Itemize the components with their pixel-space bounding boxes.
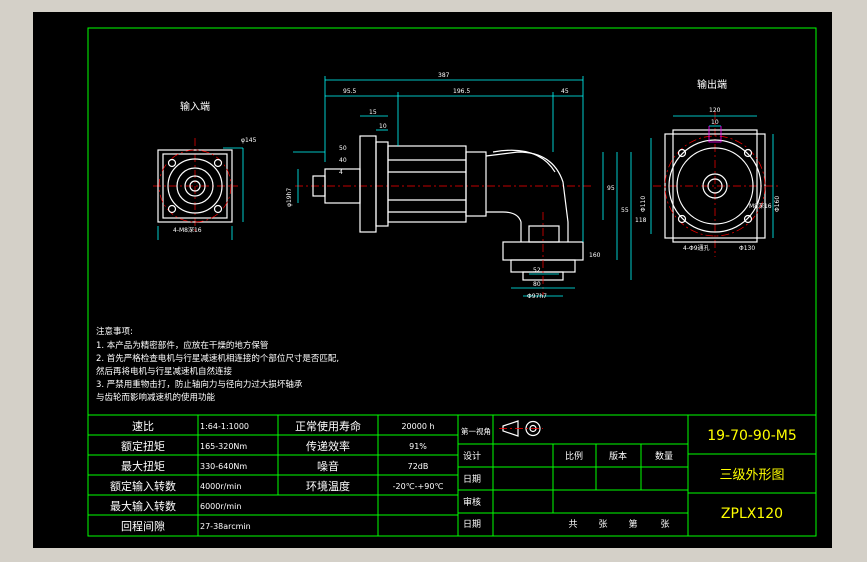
dim-97h7: Φ97h7 (527, 293, 547, 300)
spec-label: 额定输入转数 (110, 479, 176, 493)
spec-label: 环境温度 (306, 479, 350, 493)
spec-value: 20000 h (401, 422, 434, 431)
spec-label: 最大输入转数 (110, 499, 176, 513)
sheet-no-label: 第 (628, 518, 637, 530)
projection-label: 第一视角 (461, 426, 491, 436)
dim-45: 45 (561, 88, 569, 95)
sheets-total-label: 共 (568, 519, 577, 530)
spec-value: 91% (409, 442, 427, 451)
input-end-label: 输入端 (180, 100, 210, 113)
spec-label: 回程间隙 (121, 519, 165, 533)
dim-50: 50 (339, 145, 347, 152)
sheet-zhang-label: 张 (660, 519, 669, 530)
cad-drawing-canvas[interactable]: 输入端 φ145 4-M8深16 (33, 12, 832, 548)
overall-length-dim: 387 (438, 72, 450, 79)
title-block-grid (457, 414, 817, 537)
date2-label: 日期 (463, 519, 481, 530)
dim-40: 40 (339, 157, 347, 164)
dim-196-5: 196.5 (453, 88, 470, 95)
scale-label: 比例 (565, 450, 583, 462)
drawing-sheet: 输入端 φ145 4-M8深16 (87, 27, 817, 537)
dim-80: 80 (533, 281, 541, 288)
review-label: 审核 (463, 496, 481, 508)
spec-label: 速比 (132, 420, 154, 433)
output-end-label: 输出端 (697, 78, 727, 91)
out-pcd-dim: Φ130 (739, 245, 755, 252)
spec-value: 4000r/min (200, 482, 241, 491)
note-line: 3. 严禁用重物击打，防止轴向力与径向力过大损坏轴承 (96, 379, 303, 390)
quantity-label: 数量 (655, 450, 673, 462)
shaft-dia-dim: φ19h7 (286, 188, 293, 207)
note-line: 然后再将电机与行星减速机自然连接 (96, 366, 233, 377)
dim-15: 15 (369, 109, 377, 116)
sheets-zhang-label: 张 (598, 519, 607, 530)
version-label: 版本 (609, 450, 627, 462)
note-line: 与齿轮而影响减速机的使用功能 (96, 392, 216, 403)
dim-10: 10 (379, 123, 387, 130)
spec-label: 噪音 (317, 459, 339, 473)
spec-value: 165-320Nm (200, 442, 247, 451)
design-label: 设计 (463, 450, 481, 462)
input-holes-dim: 4-M8深16 (173, 226, 202, 234)
spec-label: 正常使用寿命 (295, 419, 361, 433)
spec-value: 6000r/min (200, 502, 241, 511)
dim-4: 4 (339, 169, 343, 176)
side-view (293, 76, 632, 297)
spec-value: 27-38arcmin (200, 522, 251, 531)
out-key-dim: 10 (711, 119, 719, 126)
spec-label: 传递效率 (306, 439, 350, 453)
drawing-name: 三级外形图 (719, 468, 784, 483)
spec-value: 72dB (408, 462, 429, 471)
dim-118: 118 (635, 217, 647, 224)
spec-label: 额定扭矩 (121, 439, 165, 453)
dim-52: 52 (533, 267, 541, 274)
note-line: 2. 首先严格检查电机与行星减速机相连接的个部位尺寸是否匹配, (96, 353, 339, 364)
output-end-view (650, 112, 778, 257)
dim-95: 95 (607, 185, 615, 192)
out-holes-dim: 4-Φ9通孔 (683, 244, 710, 252)
dim-55: 55 (621, 207, 629, 214)
out-thread-dim: M8深16 (749, 202, 772, 210)
spec-table: 速比 1:64-1:1000 正常使用寿命 20000 h 额定扭矩 165-3… (110, 419, 443, 533)
projection-symbol (499, 420, 543, 437)
note-line: 1. 本产品为精密部件，应放在干燥的地方保管 (96, 340, 268, 351)
dim-95-5: 95.5 (343, 88, 357, 95)
title-block: 第一视角 设计 日期 审核 日期 比例 版本 数量 共 张 第 张 19-70-… (461, 420, 797, 530)
dim-160: 160 (589, 252, 601, 259)
input-pcd-dim: φ145 (241, 137, 257, 144)
notes-title: 注意事项: (96, 326, 133, 337)
date-label: 日期 (463, 474, 481, 485)
out-top-dim: 120 (709, 107, 721, 114)
spec-label: 最大扭矩 (121, 459, 165, 473)
drawing-number: 19-70-90-M5 (707, 428, 797, 444)
spec-value: 1:64-1:1000 (200, 422, 249, 431)
model-number: ZPLX120 (721, 506, 783, 522)
spec-value: -20℃-+90℃ (393, 482, 444, 491)
spec-table-grid (87, 414, 459, 537)
input-end-view (153, 138, 244, 240)
spec-value: 330-640Nm (200, 462, 247, 471)
out-left-dim: Φ110 (640, 196, 647, 212)
out-right-dim: Φ160 (774, 196, 781, 212)
